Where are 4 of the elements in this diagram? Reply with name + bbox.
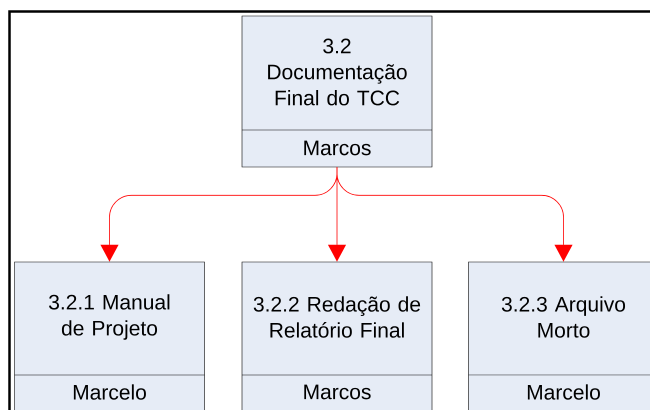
owner-label: Marcelo xyxy=(74,384,146,400)
owner-label: Marcelo xyxy=(528,384,600,400)
owner-label: Marcos xyxy=(304,140,371,156)
owner-label: Marcos xyxy=(304,384,371,400)
